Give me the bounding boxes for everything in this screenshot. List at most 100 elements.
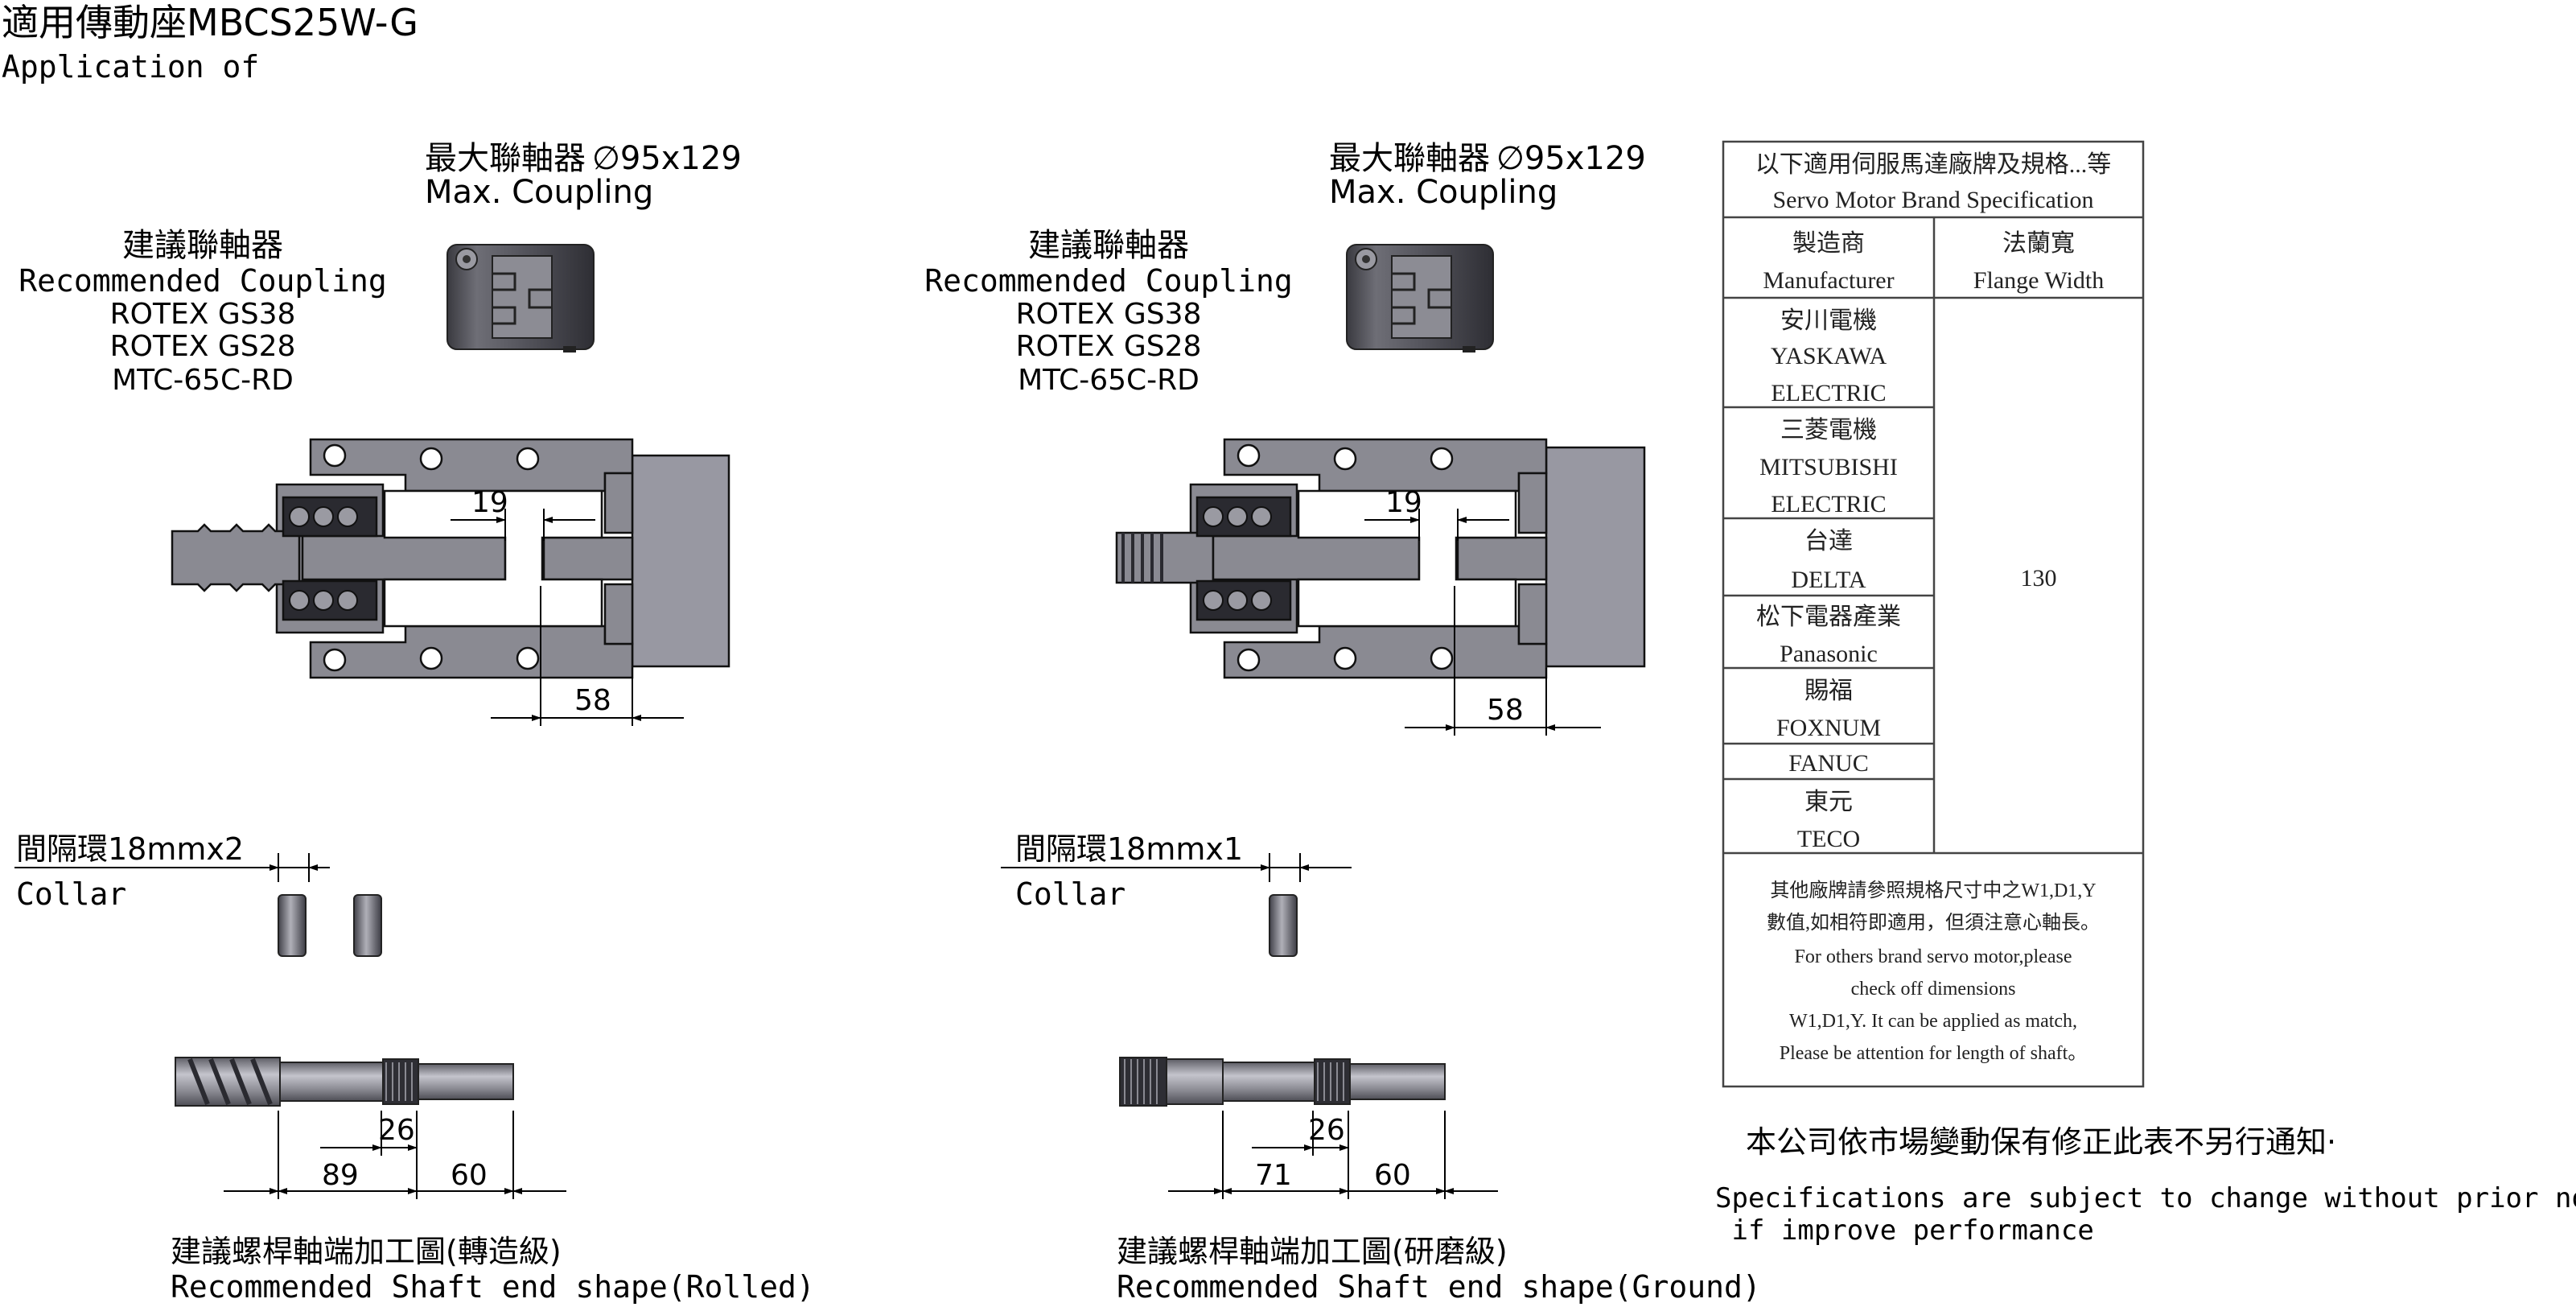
mid-max-coupling-dim: ∅95x129 xyxy=(1496,140,1646,177)
left-max-coupling-cn: 最大聯軸器 xyxy=(425,140,586,177)
left-rec-model-3: MTC-65C-RD xyxy=(112,364,294,397)
mid-collar-rings xyxy=(1269,894,1298,957)
mid-shaft-dim-26: 26 xyxy=(1308,1114,1345,1147)
mid-rec-coupling-cn: 建議聯軸器 xyxy=(1028,227,1189,264)
left-assembly: 最大聯軸器∅95x129 Max. Coupling 建議聯軸器 Recomme… xyxy=(14,140,815,1305)
mid-dim-19-label: 19 xyxy=(1385,486,1422,519)
table-note: 其他廠牌請參照規格尺寸中之W1,D1,Y 數值,如相符即適用，但須注意心軸長。 … xyxy=(1767,880,2100,1064)
page-subtitle: Application of xyxy=(2,49,259,85)
mid-shaft-end xyxy=(1119,1057,1446,1107)
left-max-coupling-label: 最大聯軸器∅95x129 xyxy=(425,140,742,177)
left-recommended-coupling: 建議聯軸器 Recommended Coupling ROTEX GS38 RO… xyxy=(19,227,387,397)
mid-max-coupling-cn: 最大聯軸器 xyxy=(1329,140,1490,177)
left-max-coupling-en: Max. Coupling xyxy=(425,174,653,211)
left-collar-en: Collar xyxy=(16,876,126,912)
brand-row: 安川電機 YASKAWA ELECTRIC xyxy=(1771,307,1887,406)
notice-en-2: if improve performance xyxy=(1715,1214,2094,1247)
mid-rec-coupling-en: Recommended Coupling xyxy=(924,263,1293,299)
brand-yaskawa-cn: 安川電機 xyxy=(1780,307,1877,334)
mid-collar-dim xyxy=(1001,853,1352,882)
mid-max-coupling-label: 最大聯軸器∅95x129 xyxy=(1329,140,1646,177)
mid-max-coupling-en: Max. Coupling xyxy=(1329,174,1558,211)
mid-dim-58 xyxy=(1405,586,1601,736)
left-dim-19-label: 19 xyxy=(471,486,508,519)
mid-shaft-title-cn: 建議螺桿軸端加工圖(研磨級) xyxy=(1117,1234,1508,1269)
brand-mitsubishi-en2: ELECTRIC xyxy=(1771,491,1886,517)
notice-cn: 本公司依市場變動保有修正此表不另行通知· xyxy=(1746,1124,2336,1160)
left-dim-58 xyxy=(491,586,684,726)
brand-row: 東元 TECO xyxy=(1797,789,1860,852)
left-shaft-dim-89: 89 xyxy=(322,1159,359,1192)
brand-foxnum-en: FOXNUM xyxy=(1776,715,1881,741)
col-flange-cn: 法蘭寬 xyxy=(2002,230,2075,257)
table-grid xyxy=(1722,140,2145,1088)
mid-rec-model-3: MTC-65C-RD xyxy=(1018,364,1200,397)
left-housing-section xyxy=(171,438,730,679)
servo-brand-table: 以下適用伺服馬達廠牌及規格...等 Servo Motor Brand Spec… xyxy=(1722,140,2145,1088)
left-max-coupling-dim: ∅95x129 xyxy=(592,140,742,177)
left-shaft-dim-60: 60 xyxy=(451,1159,488,1192)
brand-delta-cn: 台達 xyxy=(1804,528,1853,555)
brand-fanuc: FANUC xyxy=(1788,750,1868,777)
left-rec-coupling-en: Recommended Coupling xyxy=(19,263,387,299)
left-rec-model-2: ROTEX GS28 xyxy=(110,330,296,363)
mid-collar-en: Collar xyxy=(1015,876,1125,912)
page-title: 適用傳動座MBCS25W-G xyxy=(2,1,418,44)
col-flange-en: Flange Width xyxy=(1973,267,2104,294)
left-collar-rings xyxy=(278,894,382,957)
brand-yaskawa-en2: ELECTRIC xyxy=(1771,380,1886,406)
note-line-4: check off dimensions xyxy=(1851,979,2016,1000)
col-manufacturer-en: Manufacturer xyxy=(1763,267,1894,294)
mid-shaft-dims xyxy=(1168,1111,1498,1199)
table-title-en: Servo Motor Brand Specification xyxy=(1772,187,2093,213)
table-title-cn: 以下適用伺服馬達廠牌及規格...等 xyxy=(1755,151,2112,178)
left-shaft-end xyxy=(175,1057,514,1107)
left-collar-cn: 間隔環18mmx2 xyxy=(16,831,244,867)
brand-mitsubishi-en1: MITSUBISHI xyxy=(1759,454,1898,480)
brand-row: 台達 DELTA xyxy=(1791,528,1866,593)
mid-rec-model-2: ROTEX GS28 xyxy=(1016,330,1202,363)
brand-panasonic-en: Panasonic xyxy=(1780,641,1878,667)
brand-foxnum-cn: 賜福 xyxy=(1804,678,1853,704)
col-manufacturer-cn: 製造商 xyxy=(1792,230,1865,257)
mid-housing-section xyxy=(1115,438,1646,679)
left-shaft-title-cn: 建議螺桿軸端加工圖(轉造級) xyxy=(171,1234,562,1269)
mid-shaft-dim-71: 71 xyxy=(1255,1159,1292,1192)
brand-yaskawa-en1: YASKAWA xyxy=(1771,343,1887,369)
note-line-2: 數值,如相符即適用，但須注意心軸長。 xyxy=(1767,912,2100,934)
left-rec-coupling-cn: 建議聯軸器 xyxy=(122,227,283,264)
mid-coupling-image xyxy=(1346,244,1494,353)
mid-dim-19 xyxy=(1364,509,1509,541)
mid-dim-58-label: 58 xyxy=(1487,694,1524,727)
brand-teco-cn: 東元 xyxy=(1804,789,1853,815)
brand-row: 三菱電機 MITSUBISHI ELECTRIC xyxy=(1759,417,1898,517)
brand-panasonic-cn: 松下電器產業 xyxy=(1756,604,1901,630)
left-coupling-image xyxy=(446,244,595,353)
left-rec-model-1: ROTEX GS38 xyxy=(110,298,296,331)
brand-row: 松下電器產業 Panasonic xyxy=(1756,604,1901,667)
notice-en-1: Specifications are subject to change wit… xyxy=(1715,1182,2576,1214)
mid-collar-cn: 間隔環18mmx1 xyxy=(1015,831,1243,867)
brand-teco-en: TECO xyxy=(1797,826,1860,852)
brand-delta-en: DELTA xyxy=(1791,567,1866,593)
left-shaft-dim-26: 26 xyxy=(378,1114,415,1147)
left-collar-dim xyxy=(14,853,330,882)
note-line-6: Please be attention for length of shaft。 xyxy=(1780,1043,2088,1064)
left-shaft-dims xyxy=(224,1111,566,1199)
mid-recommended-coupling: 建議聯軸器 Recommended Coupling ROTEX GS38 RO… xyxy=(924,227,1293,397)
brand-row: 賜福 FOXNUM xyxy=(1776,678,1881,741)
left-dim-58-label: 58 xyxy=(574,684,611,717)
mid-shaft-dim-60: 60 xyxy=(1374,1159,1411,1192)
brand-mitsubishi-cn: 三菱電機 xyxy=(1780,417,1877,443)
note-line-3: For others brand servo motor,please xyxy=(1795,946,2072,967)
mid-shaft-title-en: Recommended Shaft end shape(Ground) xyxy=(1117,1269,1761,1305)
flange-width-value: 130 xyxy=(2021,565,2057,592)
left-shaft-title-en: Recommended Shaft end shape(Rolled) xyxy=(171,1269,815,1305)
mid-rec-model-1: ROTEX GS38 xyxy=(1016,298,1202,331)
note-line-5: W1,D1,Y. It can be applied as match, xyxy=(1789,1011,2077,1032)
middle-assembly: 最大聯軸器∅95x129 Max. Coupling 建議聯軸器 Recomme… xyxy=(924,140,1761,1305)
brand-row: FANUC xyxy=(1788,750,1868,777)
note-line-1: 其他廠牌請參照規格尺寸中之W1,D1,Y xyxy=(1770,880,2096,901)
left-dim-19 xyxy=(451,509,595,541)
